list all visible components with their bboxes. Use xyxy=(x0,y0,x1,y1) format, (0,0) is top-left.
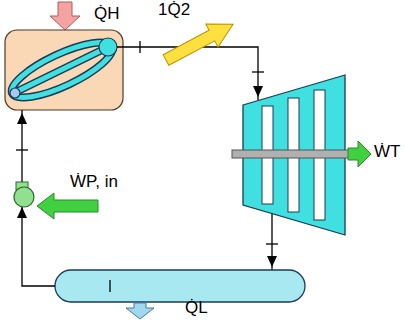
quantity-label: Q̇L xyxy=(185,298,208,318)
boiler-riser-outline xyxy=(18,49,104,91)
heat-loss-arrow xyxy=(160,13,239,72)
quantity-label: ẆT xyxy=(374,142,400,162)
turbine-shaft xyxy=(232,150,350,158)
flow-arrowhead xyxy=(17,207,27,218)
boiler-riser xyxy=(18,49,104,91)
heat-loss-arrow-group xyxy=(160,13,239,72)
pump xyxy=(14,187,34,207)
pipe-tick xyxy=(139,41,140,53)
pipe-tick xyxy=(109,280,110,292)
work-out-arrow xyxy=(348,141,371,167)
boiler-box xyxy=(5,30,123,110)
pipe-tick xyxy=(16,149,28,150)
pump-work-arrow xyxy=(37,193,98,219)
quantity-label: 1Q̇2 xyxy=(158,0,190,20)
steam-drum xyxy=(99,38,117,56)
quantity-label: Q̇H xyxy=(94,4,120,24)
flow-arrowhead xyxy=(17,113,27,124)
heat-rejected-arrow xyxy=(126,303,154,319)
mud-drum xyxy=(10,88,20,98)
boiler-tube-outline xyxy=(5,32,118,107)
quantity-label: ẆP, in xyxy=(70,172,118,192)
condenser xyxy=(55,270,305,302)
heat-in-arrow xyxy=(50,2,80,30)
flow-arrowhead xyxy=(253,86,263,97)
pipe-tick xyxy=(252,71,264,72)
flow-arrowhead xyxy=(267,256,277,267)
boiler-tube xyxy=(5,32,118,107)
pipe-tick xyxy=(266,243,278,244)
